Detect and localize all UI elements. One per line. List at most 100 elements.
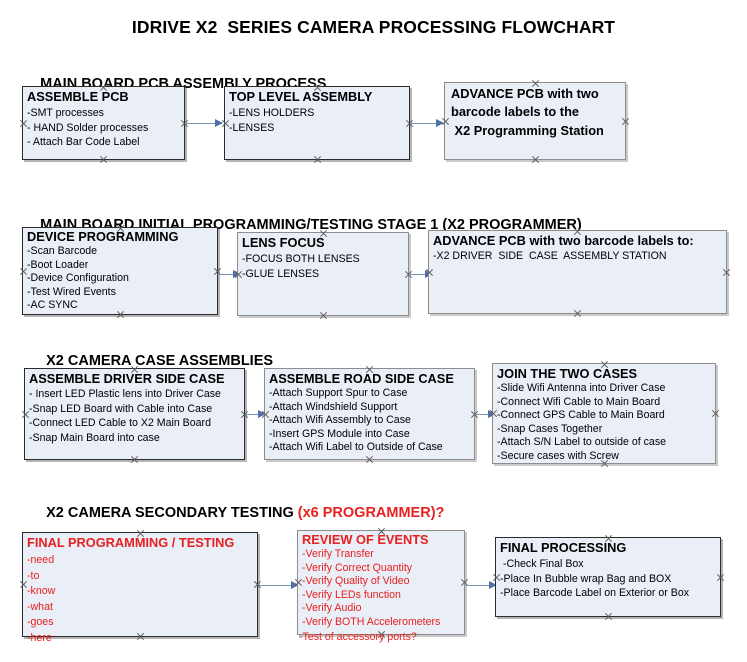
connection-handle-left[interactable]	[294, 578, 303, 587]
node-line: -Snap LED Board with Cable into Case	[29, 402, 213, 415]
node-title: ADVANCE PCB with two barcode labels to:	[433, 233, 694, 248]
node-line: -know	[27, 585, 56, 598]
arrow-review-of-events-to-final-processing	[466, 581, 497, 590]
node-line: -Scan Barcode	[27, 245, 98, 258]
node-title: ASSEMBLE DRIVER SIDE CASE	[29, 371, 225, 386]
section-heading-4: X2 CAMERA SECONDARY TESTING (x6 PROGRAMM…	[30, 489, 444, 537]
connection-handle-left[interactable]	[489, 409, 498, 418]
node-line: -Connect GPS Cable to Main Board	[497, 409, 665, 422]
connection-handle-bottom[interactable]	[99, 155, 108, 164]
connection-handle-bottom[interactable]	[365, 455, 374, 464]
connection-handle-bottom[interactable]	[531, 155, 540, 164]
connection-handle-top[interactable]	[136, 529, 145, 538]
node-line: -Connect LED Cable to X2 Main Board	[29, 417, 211, 430]
connection-handle-left[interactable]	[492, 573, 501, 582]
node-line: -Verify Correct Quantity	[302, 561, 413, 574]
node-line: -Connect Wifi Cable to Main Board	[497, 395, 661, 408]
node-line: - Attach Bar Code Label	[27, 136, 140, 149]
node-line: - HAND Solder processes	[27, 121, 149, 134]
node-assemble-pcb[interactable]: ASSEMBLE PCB -SMT processes - HAND Solde…	[22, 86, 185, 160]
connection-handle-bottom[interactable]	[130, 455, 139, 464]
node-line: - Insert LED Plastic lens into Driver Ca…	[29, 388, 221, 401]
connection-handle-top[interactable]	[313, 83, 322, 92]
connection-handle-bottom[interactable]	[116, 310, 125, 319]
node-title: ASSEMBLE PCB	[27, 89, 129, 104]
node-line: -FOCUS BOTH LENSES	[242, 253, 360, 266]
connection-handle-top[interactable]	[99, 83, 108, 92]
node-title: LENS FOCUS	[242, 235, 325, 250]
node-line: -to	[27, 569, 40, 582]
connection-handle-bottom[interactable]	[573, 309, 582, 318]
connection-handle-left[interactable]	[221, 119, 230, 128]
arrow-top-level-to-advance-pcb	[411, 119, 444, 128]
node-top-level-assembly[interactable]: TOP LEVEL ASSEMBLY -LENS HOLDERS -LENSES	[224, 86, 410, 160]
connection-handle-top[interactable]	[531, 79, 540, 88]
connection-handle-left[interactable]	[234, 270, 243, 279]
node-final-processing[interactable]: FINAL PROCESSING -Check Final Box -Place…	[495, 537, 721, 617]
connection-handle-bottom[interactable]	[319, 311, 328, 320]
node-assemble-driver-side-case[interactable]: ASSEMBLE DRIVER SIDE CASE - Insert LED P…	[24, 368, 245, 460]
node-line: -Verify Quality of Video	[302, 575, 410, 588]
connection-handle-right[interactable]	[722, 268, 731, 277]
node-title: FINAL PROGRAMMING / TESTING	[27, 535, 235, 550]
node-title: REVIEW OF EVENTS	[302, 532, 429, 547]
node-title: ASSEMBLE ROAD SIDE CASE	[269, 371, 454, 386]
node-join-the-two-cases[interactable]: JOIN THE TWO CASES -Slide Wifi Antenna i…	[492, 363, 716, 464]
arrow-assemble-pcb-to-top-level	[186, 119, 223, 128]
connection-handle-right[interactable]	[711, 409, 720, 418]
node-line: -what	[27, 600, 53, 613]
connection-handle-top[interactable]	[116, 224, 125, 233]
node-lens-focus[interactable]: LENS FOCUS -FOCUS BOTH LENSES -GLUE LENS…	[237, 232, 409, 316]
section-heading-3: X2 CAMERA CASE ASSEMBLIES	[30, 337, 273, 385]
node-line: -Check Final Box	[500, 558, 584, 571]
node-device-programming[interactable]: DEVICE PROGRAMMING -Scan Barcode -Boot L…	[22, 227, 218, 315]
connection-handle-top[interactable]	[377, 527, 386, 536]
connection-handle-bottom[interactable]	[604, 612, 613, 621]
node-line: -goes	[27, 616, 54, 629]
connection-handle-bottom[interactable]	[313, 155, 322, 164]
node-title: FINAL PROCESSING	[500, 540, 627, 555]
connection-handle-bottom[interactable]	[136, 632, 145, 641]
node-line: -Verify BOTH Accelerometers	[302, 615, 441, 628]
node-line: -Verify Audio	[302, 602, 362, 615]
node-line: -Insert GPS Module into Case	[269, 427, 410, 440]
node-line: -Snap Cases Together	[497, 422, 603, 435]
section-heading-4-text: X2 CAMERA SECONDARY TESTING	[46, 505, 298, 521]
node-advance-pcb-driver-side-station[interactable]: ADVANCE PCB with two barcode labels to: …	[428, 230, 727, 314]
connection-handle-left[interactable]	[441, 117, 450, 126]
node-line: -Test Wired Events	[27, 285, 116, 298]
node-advance-pcb-programming-station[interactable]: ADVANCE PCB with two barcode labels to t…	[444, 82, 626, 160]
node-line: -GLUE LENSES	[242, 267, 320, 280]
connection-handle-bottom[interactable]	[600, 459, 609, 468]
connection-handle-left[interactable]	[261, 410, 270, 419]
node-line: -Snap Main Board into case	[29, 431, 160, 444]
node-line: -Verify Transfer	[302, 548, 374, 561]
node-assemble-road-side-case[interactable]: ASSEMBLE ROAD SIDE CASE -Attach Support …	[264, 368, 475, 460]
connection-handle-left[interactable]	[19, 580, 28, 589]
connection-handle-left[interactable]	[21, 410, 30, 419]
node-title: TOP LEVEL ASSEMBLY	[229, 89, 373, 104]
node-line: -Slide Wifi Antenna into Driver Case	[497, 382, 666, 395]
connection-handle-top[interactable]	[604, 534, 613, 543]
connection-handle-right[interactable]	[716, 573, 725, 582]
node-line: -SMT processes	[27, 107, 104, 120]
connection-handle-top[interactable]	[573, 227, 582, 236]
node-line: -LENSES	[229, 121, 275, 134]
connection-handle-left[interactable]	[19, 267, 28, 276]
connection-handle-left[interactable]	[425, 268, 434, 277]
connection-handle-top[interactable]	[319, 229, 328, 238]
connection-handle-left[interactable]	[19, 119, 28, 128]
node-line: X2 Programming Station	[451, 122, 604, 138]
node-line: -Place In Bubble wrap Bag and BOX	[500, 572, 672, 585]
node-review-of-events[interactable]: REVIEW OF EVENTS -Verify Transfer -Verif…	[297, 530, 465, 635]
connection-handle-top[interactable]	[600, 360, 609, 369]
node-line: -Attach S/N Label to outside of case	[497, 436, 667, 449]
page-title: IDRIVE X2 SERIES CAMERA PROCESSING FLOWC…	[131, 17, 616, 37]
arrow-final-programming-to-review-of-events	[259, 581, 299, 590]
connection-handle-top[interactable]	[365, 365, 374, 374]
node-final-programming-testing[interactable]: FINAL PROGRAMMING / TESTING -need -to -k…	[19, 529, 258, 644]
connection-handle-right[interactable]	[621, 117, 630, 126]
connection-handle-top[interactable]	[130, 365, 139, 374]
node-line: -here	[27, 631, 52, 644]
